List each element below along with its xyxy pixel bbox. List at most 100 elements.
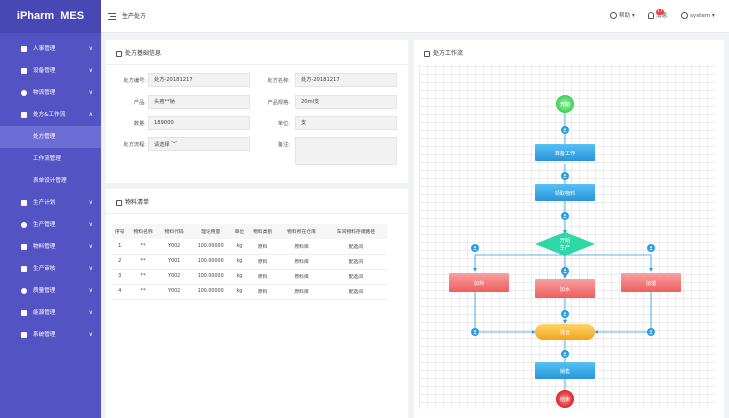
heat-node-label: 加热	[474, 279, 485, 287]
material-list-panel: 物料清单 序号物料名称物料代码理论用量单位物料类别物料所在仓库车间物料存储路径 …	[106, 189, 408, 418]
table-cell: 100.00000	[189, 254, 232, 270]
sidebar-item-label: 能源管理	[33, 310, 56, 316]
connector-port-icon[interactable]	[561, 172, 569, 180]
workflow-canvas[interactable]: 开始准备工作领取物料开始生产加热加水 加湿混合销售结束	[419, 66, 715, 409]
connector-port-icon[interactable]	[471, 244, 479, 252]
table-cell: 原料库	[278, 269, 325, 285]
end-node-label: 结束	[560, 395, 570, 403]
bell-icon	[648, 12, 654, 19]
sidebar-item-7[interactable]: 生产审核∨	[0, 258, 101, 280]
flow-label: 处方流程:	[123, 142, 147, 148]
sidebar-subitem-2[interactable]: 表单设计管理	[33, 178, 67, 184]
table-cell: 100.00000	[189, 269, 232, 285]
sidebar-item-9[interactable]: 能源管理∨	[0, 302, 101, 324]
menu-fold-icon[interactable]	[108, 13, 116, 20]
water-node-label: 加水	[560, 285, 571, 293]
receive-node-label: 领取物料	[555, 189, 576, 197]
column-header: 物料名称	[127, 224, 159, 239]
decision-label-2: 生产	[560, 243, 570, 251]
recipe-no-field[interactable]: 处方-20181217	[148, 73, 250, 87]
help-button[interactable]: 帮助 ▾	[610, 0, 635, 33]
table-cell: 原料	[247, 284, 279, 300]
material-list-title: 物料清单	[116, 197, 149, 206]
connector-port-icon[interactable]	[561, 310, 569, 318]
column-header: 单位	[231, 224, 248, 239]
chevron-icon: ∨	[88, 243, 93, 250]
table-cell: Y001	[158, 254, 190, 270]
connector-port-icon[interactable]	[561, 126, 569, 134]
connector-port-icon[interactable]	[561, 267, 569, 275]
mix-node[interactable]: 混合	[535, 324, 595, 340]
spec-field[interactable]: 20ml支	[295, 95, 397, 109]
sidebar-item-8[interactable]: 质量管理 ∨	[0, 280, 101, 302]
menu-item-icon	[21, 68, 27, 74]
sidebar-item-2[interactable]: 物流管理∨	[0, 82, 101, 104]
chevron-icon: ∨	[88, 287, 93, 294]
unit-field[interactable]: 支	[295, 116, 397, 130]
product-field[interactable]: 头孢**钠	[148, 95, 250, 109]
column-header: 物料所在仓库	[278, 224, 325, 239]
chevron-icon: ∨	[88, 265, 93, 272]
sidebar-subitem-1[interactable]: 工作流管理	[33, 156, 61, 162]
sidebar-item-3[interactable]: 处方&工作流∧	[0, 104, 101, 126]
sidebar-item-1[interactable]: 设备管理∨	[0, 60, 101, 82]
sidebar-item-6[interactable]: 物料管理 ∨	[0, 236, 101, 258]
table-cell: 100.00000	[189, 284, 232, 300]
chevron-icon: ∨	[88, 45, 93, 52]
table-cell: 配选间	[324, 284, 387, 300]
connector-port-icon[interactable]	[647, 244, 655, 252]
unit-label: 单位:	[277, 121, 290, 127]
sidebar-item-10[interactable]: 系统管理∨	[0, 324, 101, 346]
start-node[interactable]: 开始	[556, 95, 574, 113]
end-node[interactable]: 结束	[556, 390, 574, 408]
sidebar-item-5[interactable]: 生产管理∨	[0, 214, 101, 236]
sidebar-item-label: 质量管理	[33, 288, 56, 294]
sidebar-item-label: 物料管理	[33, 244, 56, 250]
sidebar-item-0[interactable]: 人事管理∨	[0, 38, 101, 60]
qty-field[interactable]: 189000	[148, 116, 250, 130]
add-water-node[interactable]: 加水	[535, 279, 595, 298]
humidify-node-label: 加湿	[646, 279, 656, 287]
heat-node[interactable]: 加热	[449, 273, 509, 292]
connector-port-icon[interactable]	[647, 328, 655, 336]
table-cell: **	[127, 284, 159, 300]
sidebar-item-4[interactable]: 生产计划∨	[0, 192, 101, 214]
table-cell: kg	[231, 284, 248, 300]
menu-item-icon	[21, 332, 27, 338]
table-cell: **	[127, 269, 159, 285]
user-menu[interactable]: system ▾	[681, 0, 715, 33]
table-cell: Y002	[158, 284, 190, 300]
table-cell: 4	[112, 284, 128, 300]
basic-info-panel: 处方基础信息 处方编号: 处方-20181217 处方名称: 处方-201812…	[106, 40, 408, 183]
edit-icon	[116, 50, 122, 57]
sell-node[interactable]: 销售	[535, 362, 595, 379]
table-cell: 原料库	[278, 239, 325, 255]
material-table: 序号物料名称物料代码理论用量单位物料类别物料所在仓库车间物料存储路径 1**Y0…	[112, 224, 387, 300]
prepare-node-label: 准备工作	[555, 149, 576, 157]
connector-port-icon[interactable]	[561, 350, 569, 358]
sidebar-item-label: 生产计划	[33, 200, 56, 206]
sidebar-item-label: 生产管理	[33, 222, 56, 228]
receive-material-node[interactable]: 领取物料	[535, 184, 595, 201]
sidebar-item-label: 处方&工作流	[33, 112, 66, 118]
recipe-name-field[interactable]: 处方-20181217	[295, 73, 397, 87]
sidebar-menu: 人事管理∨设备管理∨物流管理∨处方&工作流∧处方管理工作流管理表单设计管理生产计…	[0, 38, 101, 346]
connector-port-icon[interactable]	[561, 212, 569, 220]
sidebar-subitem-0[interactable]: 处方管理	[0, 126, 101, 148]
table-cell: 原料	[247, 239, 279, 255]
connector-port-icon[interactable]	[471, 328, 479, 336]
remark-field[interactable]	[295, 137, 397, 165]
humidify-node[interactable]: 加湿	[621, 273, 681, 292]
qty-label: 数量:	[133, 121, 146, 127]
column-header: 物料代码	[158, 224, 190, 239]
flow-select[interactable]: 请选择 ﹀	[148, 137, 250, 151]
prepare-node[interactable]: 准备工作	[535, 144, 595, 161]
